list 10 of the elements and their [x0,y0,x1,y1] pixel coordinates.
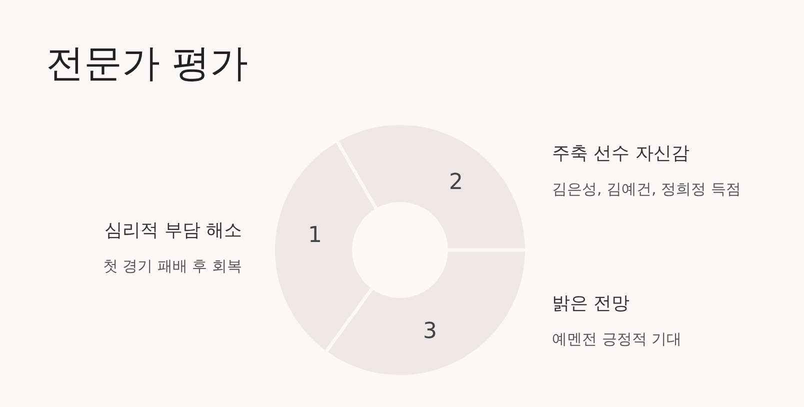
item-description: 김은성, 김예건, 정희정 득점 [552,179,742,200]
item-heading: 심리적 부담 해소 [104,220,242,242]
item-heading: 주축 선수 자신감 [552,143,690,165]
title: 전문가 평가 [46,40,248,87]
item-heading: 밝은 전망 [552,293,631,315]
item-description: 첫 경기 패배 후 회복 [102,256,242,277]
item-description: 예멘전 긍정적 기대 [552,329,683,350]
segment-number: 2 [449,170,463,195]
segment-number: 3 [423,319,437,344]
segment-number: 1 [308,223,322,248]
